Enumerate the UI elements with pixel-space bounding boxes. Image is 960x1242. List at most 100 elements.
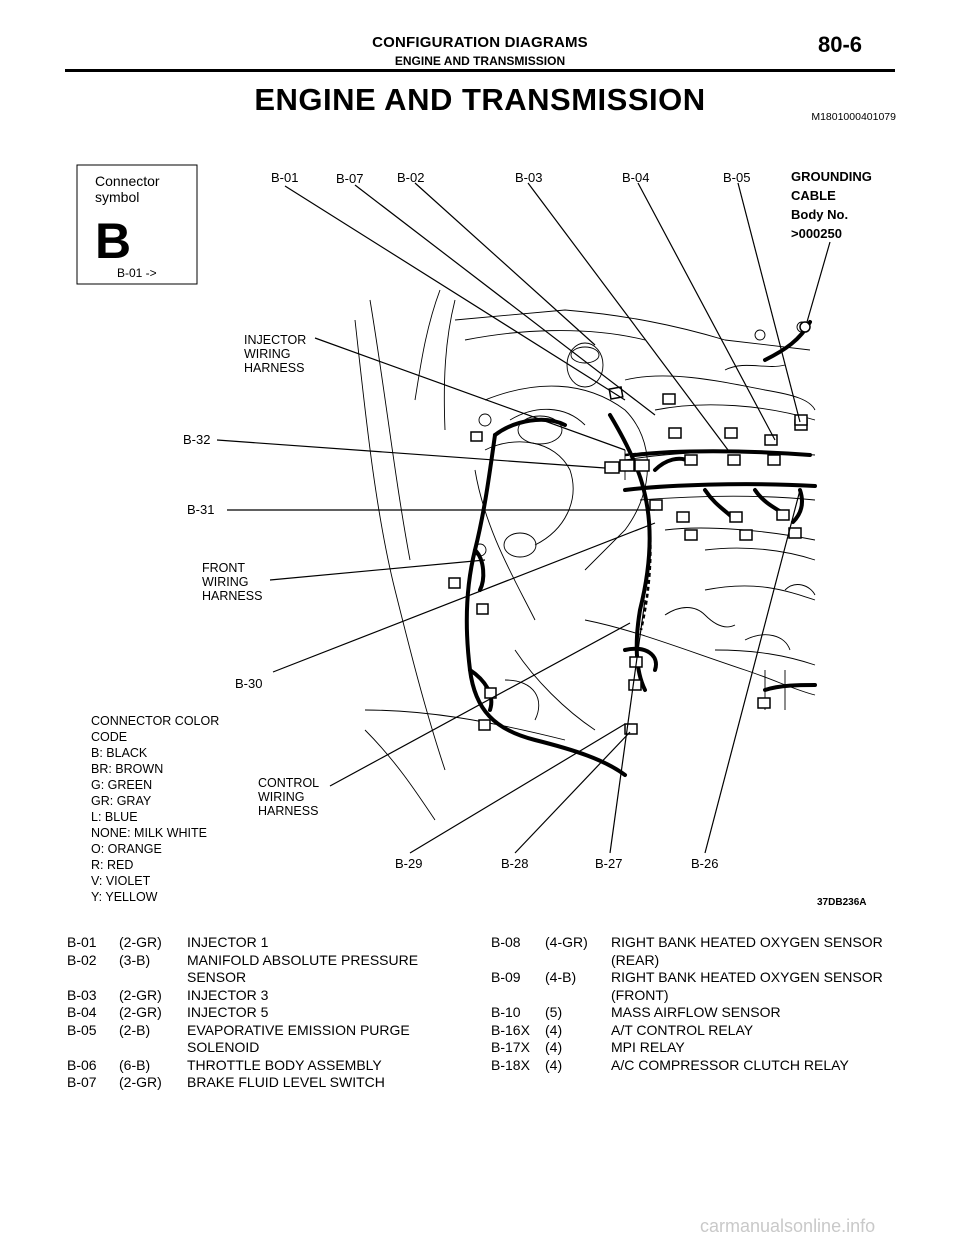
color-code-line: NONE: MILK WHITE [91,826,207,840]
connector-name: RIGHT BANK HEATED OXYGEN SENSOR (FRONT) [611,969,883,1003]
engine-wiring-diagram: Connector symbol B B-01 -> B-01 B-07 B-0… [76,164,872,908]
connector-type: (6-B) [119,1056,151,1073]
label-b02: B-02 [397,170,424,185]
color-code-line: CODE [91,730,127,744]
legend-line1: Connector [95,173,160,189]
grounding-line2: CABLE [791,188,836,203]
connector-type: (4) [545,1056,563,1073]
color-code-line: O: ORANGE [91,842,162,856]
connector-type: (3-B) [119,951,151,968]
connector-name: EVAPORATIVE EMISSION PURGE SOLENOID [187,1021,410,1056]
connector-id: B-08 [491,934,521,950]
label-b05: B-05 [723,170,750,185]
label-b28: B-28 [501,856,528,871]
table-row: B-08 (4-GR) RIGHT BANK HEATED OXYGEN SEN… [491,934,911,969]
table-row: B-16X (4) A/T CONTROL RELAY [491,1022,911,1040]
connector-type: (5) [545,1004,563,1020]
leader-lines [216,182,831,854]
label-b03: B-03 [515,170,542,185]
color-code-line: GR: GRAY [91,794,152,808]
connector-type: (2-B) [119,1021,151,1038]
table-row: B-01 (2-GR) INJECTOR 1 [67,934,467,952]
connector-id: B-17X [491,1039,530,1055]
connector-name: INJECTOR 1 [187,934,269,950]
header-rule [65,69,895,72]
grounding-line3: Body No. [791,207,848,222]
color-code-line: G: GREEN [91,778,152,792]
color-code-line: BR: BROWN [91,762,163,776]
connector-name: A/C COMPRESSOR CLUTCH RELAY [611,1056,849,1073]
table-row: B-09 (4-B) RIGHT BANK HEATED OXYGEN SENS… [491,969,911,1004]
legend-example: B-01 -> [117,266,157,280]
color-code-line: L: BLUE [91,810,138,824]
document-code: M1801000401079 [811,111,896,123]
table-row: B-17X (4) MPI RELAY [491,1039,911,1057]
connector-name: MASS AIRFLOW SENSOR [611,1004,781,1020]
table-row: B-05 (2-B) EVAPORATIVE EMISSION PURGE SO… [67,1022,467,1057]
color-code-line: CONNECTOR COLOR [91,714,219,728]
connector-id: B-04 [67,1004,97,1020]
connector-id: B-07 [67,1074,97,1090]
control-harness-1: CONTROL [258,776,319,790]
connector-name: MPI RELAY [611,1039,685,1055]
connector-type: (4-GR) [545,934,588,950]
connector-id: B-03 [67,986,97,1003]
label-b07: B-07 [336,171,363,186]
front-harness-3: HARNESS [202,589,262,603]
connector-id: B-18X [491,1056,530,1073]
label-b27: B-27 [595,856,622,871]
color-code-line: R: RED [91,858,133,872]
label-b32: B-32 [183,432,210,447]
label-b31: B-31 [187,502,214,517]
grounding-line4: >000250 [791,226,842,241]
section-title: CONFIGURATION DIAGRAMS [372,34,588,51]
table-row: B-06 (6-B) THROTTLE BODY ASSEMBLY [67,1057,467,1075]
table-row: B-10 (5) MASS AIRFLOW SENSOR [491,1004,911,1022]
connector-type: (4) [545,1039,563,1055]
color-code-line: Y: YELLOW [91,890,158,904]
label-b26: B-26 [691,856,718,871]
injector-harness-1: INJECTOR [244,333,306,347]
front-harness-1: FRONT [202,561,245,575]
connector-table-left: B-01 (2-GR) INJECTOR 1 B-02 (3-B) MANIFO… [67,934,467,1092]
table-row: B-07 (2-GR) BRAKE FLUID LEVEL SWITCH [67,1074,467,1092]
table-row: B-04 (2-GR) INJECTOR 5 [67,1004,467,1022]
table-row: B-03 (2-GR) INJECTOR 3 [67,987,467,1005]
front-harness-2: WIRING [202,575,249,589]
connector-id: B-02 [67,951,97,968]
grounding-line1: GROUNDING [791,169,872,184]
connector-type: (2-GR) [119,1074,162,1090]
table-row: B-02 (3-B) MANIFOLD ABSOLUTE PRESSURE SE… [67,952,467,987]
label-b30: B-30 [235,676,262,691]
injector-harness-3: HARNESS [244,361,304,375]
legend-line2: symbol [95,189,139,205]
connector-type: (2-GR) [119,1004,162,1020]
table-row: B-18X (4) A/C COMPRESSOR CLUTCH RELAY [491,1057,911,1075]
connector-table-right: B-08 (4-GR) RIGHT BANK HEATED OXYGEN SEN… [491,934,911,1074]
control-harness-2: WIRING [258,790,305,804]
connector-symbol-box [76,164,198,285]
page-title: ENGINE AND TRANSMISSION [254,82,706,117]
connector-name: BRAKE FLUID LEVEL SWITCH [187,1074,385,1090]
connector-name: THROTTLE BODY ASSEMBLY [187,1056,382,1073]
watermark: carmanualsonline.info [700,1216,876,1236]
connector-name: INJECTOR 5 [187,1004,269,1020]
connector-color-code: CONNECTOR COLOR CODE B: BLACK BR: BROWN … [91,714,219,904]
connector-name: RIGHT BANK HEATED OXYGEN SENSOR (REAR) [611,934,883,968]
connectors [448,321,811,735]
connector-id: B-09 [491,969,521,985]
page-number: 80-6 [818,32,863,57]
legend-letter: B [95,213,131,269]
label-b04: B-04 [622,170,649,185]
connector-type: (2-GR) [119,934,162,950]
connector-id: B-01 [67,934,97,950]
connector-id: B-06 [67,1056,97,1073]
connector-id: B-16X [491,1021,530,1038]
section-subtitle: ENGINE AND TRANSMISSION [394,54,566,68]
connector-type: (4-B) [545,969,577,985]
label-b29: B-29 [395,856,422,871]
connector-type: (4) [545,1021,563,1038]
color-code-line: V: VIOLET [91,874,151,888]
control-harness-3: HARNESS [258,804,318,818]
connector-name: MANIFOLD ABSOLUTE PRESSURE SENSOR [187,951,419,986]
